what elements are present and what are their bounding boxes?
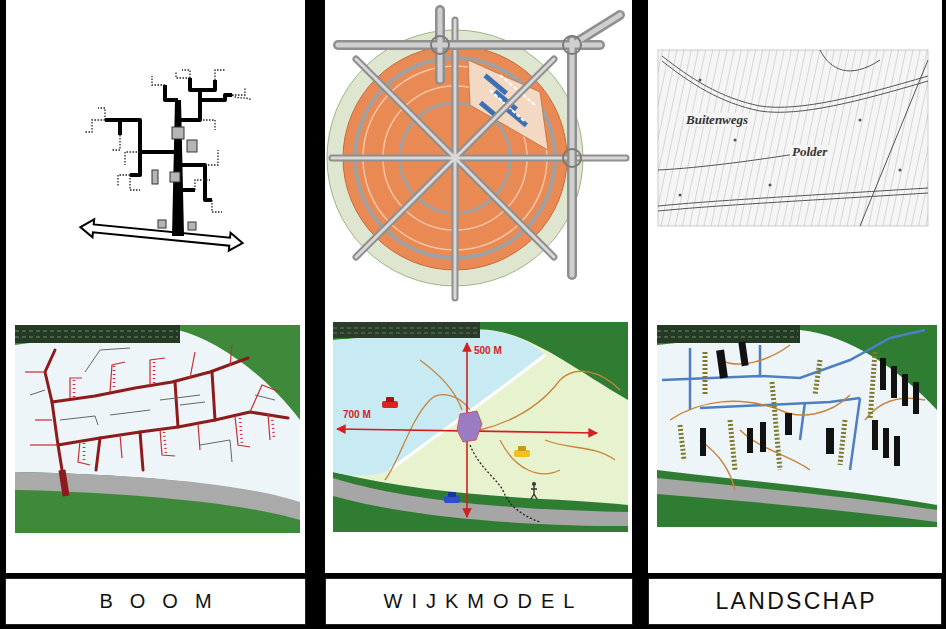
- label-box: LANDSCHAP: [648, 578, 942, 625]
- distance-label: 700 M: [343, 410, 371, 420]
- tree-branches: [105, 78, 232, 200]
- car-icon: [382, 397, 398, 408]
- district-model: [327, 10, 626, 298]
- pedestrian-icon: [531, 482, 537, 499]
- landscape-map: [657, 325, 937, 527]
- panel: [325, 0, 632, 573]
- tree-twigs: [84, 70, 252, 212]
- column-title: BOOM: [82, 590, 228, 613]
- car-icon: [444, 492, 460, 503]
- map-name: Buitenwegs: [684, 113, 750, 126]
- district-centre: [457, 411, 482, 442]
- column-title: WIJKMODEL: [375, 590, 584, 613]
- building-blocks: [152, 127, 197, 230]
- car-icon: [514, 446, 530, 457]
- tree-scheme: [80, 70, 252, 252]
- column-title: LANDSCHAP: [713, 588, 877, 615]
- historic-map: [658, 50, 928, 226]
- label-box: WIJKMODEL: [325, 578, 633, 625]
- tree-map: [15, 325, 300, 533]
- district-map: [333, 322, 628, 532]
- distance-label: 500 M: [474, 346, 502, 356]
- panel: [648, 0, 942, 573]
- panel: [6, 0, 305, 573]
- label-box: BOOM: [5, 578, 306, 625]
- map-name: Polder: [790, 145, 829, 158]
- panel-grounds: [6, 0, 942, 573]
- double-arrow: [80, 218, 244, 252]
